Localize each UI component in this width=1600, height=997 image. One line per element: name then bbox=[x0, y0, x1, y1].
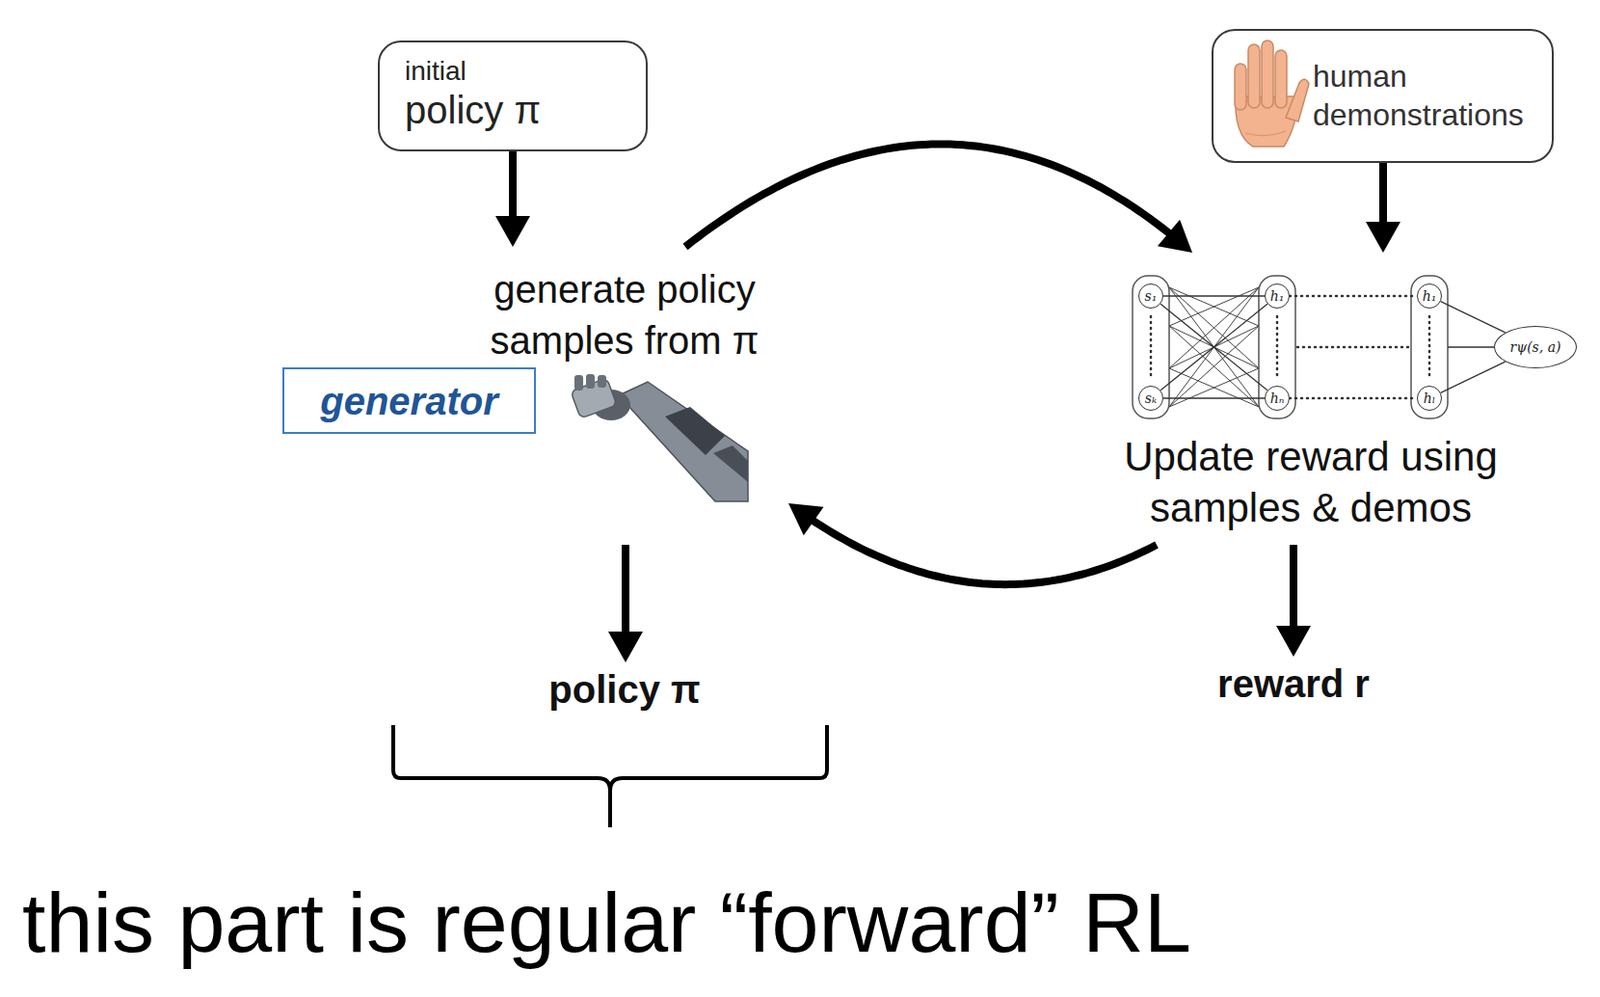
node-text: human demonstrations bbox=[1312, 57, 1541, 134]
node-text: policy π bbox=[548, 666, 700, 713]
node-text: h₁ bbox=[1422, 289, 1438, 303]
brace-bracket bbox=[393, 724, 611, 827]
flow-arrow bbox=[1365, 162, 1401, 253]
hidden-neuron: hₗ bbox=[1416, 385, 1442, 411]
weight-connection bbox=[1440, 301, 1506, 333]
policy-box: initialpolicy π bbox=[377, 40, 648, 152]
weight-line bbox=[1169, 325, 1259, 407]
layer-dots bbox=[1149, 316, 1153, 378]
hand-thumb bbox=[1285, 79, 1309, 122]
node-text: Update reward using samples & demos bbox=[1093, 431, 1528, 534]
node-text: hₗ bbox=[1423, 391, 1436, 405]
arrow-head bbox=[1157, 219, 1193, 253]
robot-finger bbox=[597, 374, 607, 388]
connector-line bbox=[1440, 301, 1506, 333]
hand-finger bbox=[1248, 44, 1260, 108]
node-text: generator bbox=[320, 377, 499, 425]
connector-line bbox=[1163, 294, 1265, 296]
layer-outline bbox=[1132, 275, 1170, 419]
node-text: generate policy samples from π bbox=[466, 264, 783, 367]
node-text: sₖ bbox=[1145, 391, 1157, 405]
reward-output: reward r bbox=[1209, 656, 1378, 711]
hand-crease bbox=[1245, 131, 1286, 136]
node-text: s₁ bbox=[1145, 289, 1158, 303]
connector-line bbox=[685, 144, 1171, 248]
connector-line bbox=[1163, 397, 1265, 399]
weight-connection bbox=[1163, 398, 1265, 400]
node-text: initial bbox=[404, 55, 467, 87]
brace-bracket bbox=[610, 724, 827, 791]
connector-line bbox=[1289, 397, 1417, 400]
hand-finger bbox=[1275, 50, 1287, 108]
generator-tag: generator bbox=[282, 367, 536, 434]
weight-connection bbox=[1440, 361, 1506, 393]
flow-arrow bbox=[788, 503, 1157, 585]
node-text: h₁ bbox=[1270, 289, 1285, 303]
connector-line bbox=[812, 519, 1158, 585]
weight-connection bbox=[1160, 303, 1268, 391]
robot-panel bbox=[713, 445, 748, 482]
node-text: hₙ bbox=[1270, 391, 1285, 405]
flow-arrow bbox=[608, 544, 643, 663]
weight-line bbox=[1169, 368, 1259, 407]
connector-line bbox=[508, 151, 517, 218]
weight-line bbox=[1169, 287, 1259, 326]
connector-line bbox=[1379, 162, 1387, 224]
weight-connection bbox=[1160, 303, 1268, 391]
arrow-head bbox=[1365, 221, 1401, 253]
arrow-head bbox=[788, 503, 825, 535]
weight-connection bbox=[1163, 295, 1265, 297]
caption-note: this part is regular “forward” RL bbox=[22, 873, 1192, 971]
layer-dots bbox=[1297, 346, 1410, 349]
robot-forearm bbox=[618, 381, 748, 502]
weight-connection bbox=[1289, 398, 1417, 400]
node-text: policy π bbox=[404, 87, 541, 133]
arrow-head bbox=[608, 631, 643, 663]
node-text: rψ(s, a) bbox=[1509, 340, 1561, 354]
flow-arrow bbox=[685, 144, 1193, 254]
hidden-neuron: hₙ bbox=[1264, 385, 1290, 411]
arrow-head bbox=[495, 215, 531, 247]
weight-line bbox=[1447, 346, 1494, 347]
input-neuron: s₁ bbox=[1138, 283, 1164, 309]
flow-arrow bbox=[1276, 544, 1311, 657]
weight-line bbox=[1169, 287, 1259, 369]
layer-outline bbox=[1411, 275, 1448, 419]
connector-line bbox=[1289, 544, 1298, 628]
weight-line bbox=[1169, 287, 1259, 326]
connector-line bbox=[1160, 303, 1268, 391]
hand-finger bbox=[1261, 40, 1274, 108]
node-text: reward r bbox=[1217, 660, 1370, 707]
connector-line bbox=[1289, 294, 1417, 298]
weight-line bbox=[1169, 325, 1259, 407]
weight-line bbox=[1169, 368, 1259, 407]
robot-finger bbox=[574, 374, 584, 391]
connector-line bbox=[1160, 303, 1268, 391]
layer-dots bbox=[1276, 316, 1280, 378]
layer-dots bbox=[1428, 316, 1432, 378]
robot-panel bbox=[665, 406, 725, 455]
arrow-head bbox=[1276, 625, 1311, 657]
hidden-neuron: h₁ bbox=[1264, 283, 1290, 309]
weight-connection bbox=[1289, 295, 1417, 297]
demo-box: human demonstrations bbox=[1211, 28, 1554, 163]
hidden-neuron: h₁ bbox=[1416, 283, 1442, 309]
output-neuron: rψ(s, a) bbox=[1493, 325, 1577, 369]
reward-network: Update reward using samples & demos s₁ sₖ h… bbox=[1093, 252, 1586, 545]
weight-line bbox=[1169, 287, 1259, 369]
connector-line bbox=[1440, 361, 1506, 393]
robot-finger bbox=[586, 373, 595, 389]
input-neuron: sₖ bbox=[1138, 385, 1164, 411]
connector-line bbox=[621, 544, 630, 634]
flow-arrow bbox=[495, 151, 531, 247]
hand-finger bbox=[1234, 63, 1247, 110]
policy-output: policy π bbox=[540, 662, 708, 717]
